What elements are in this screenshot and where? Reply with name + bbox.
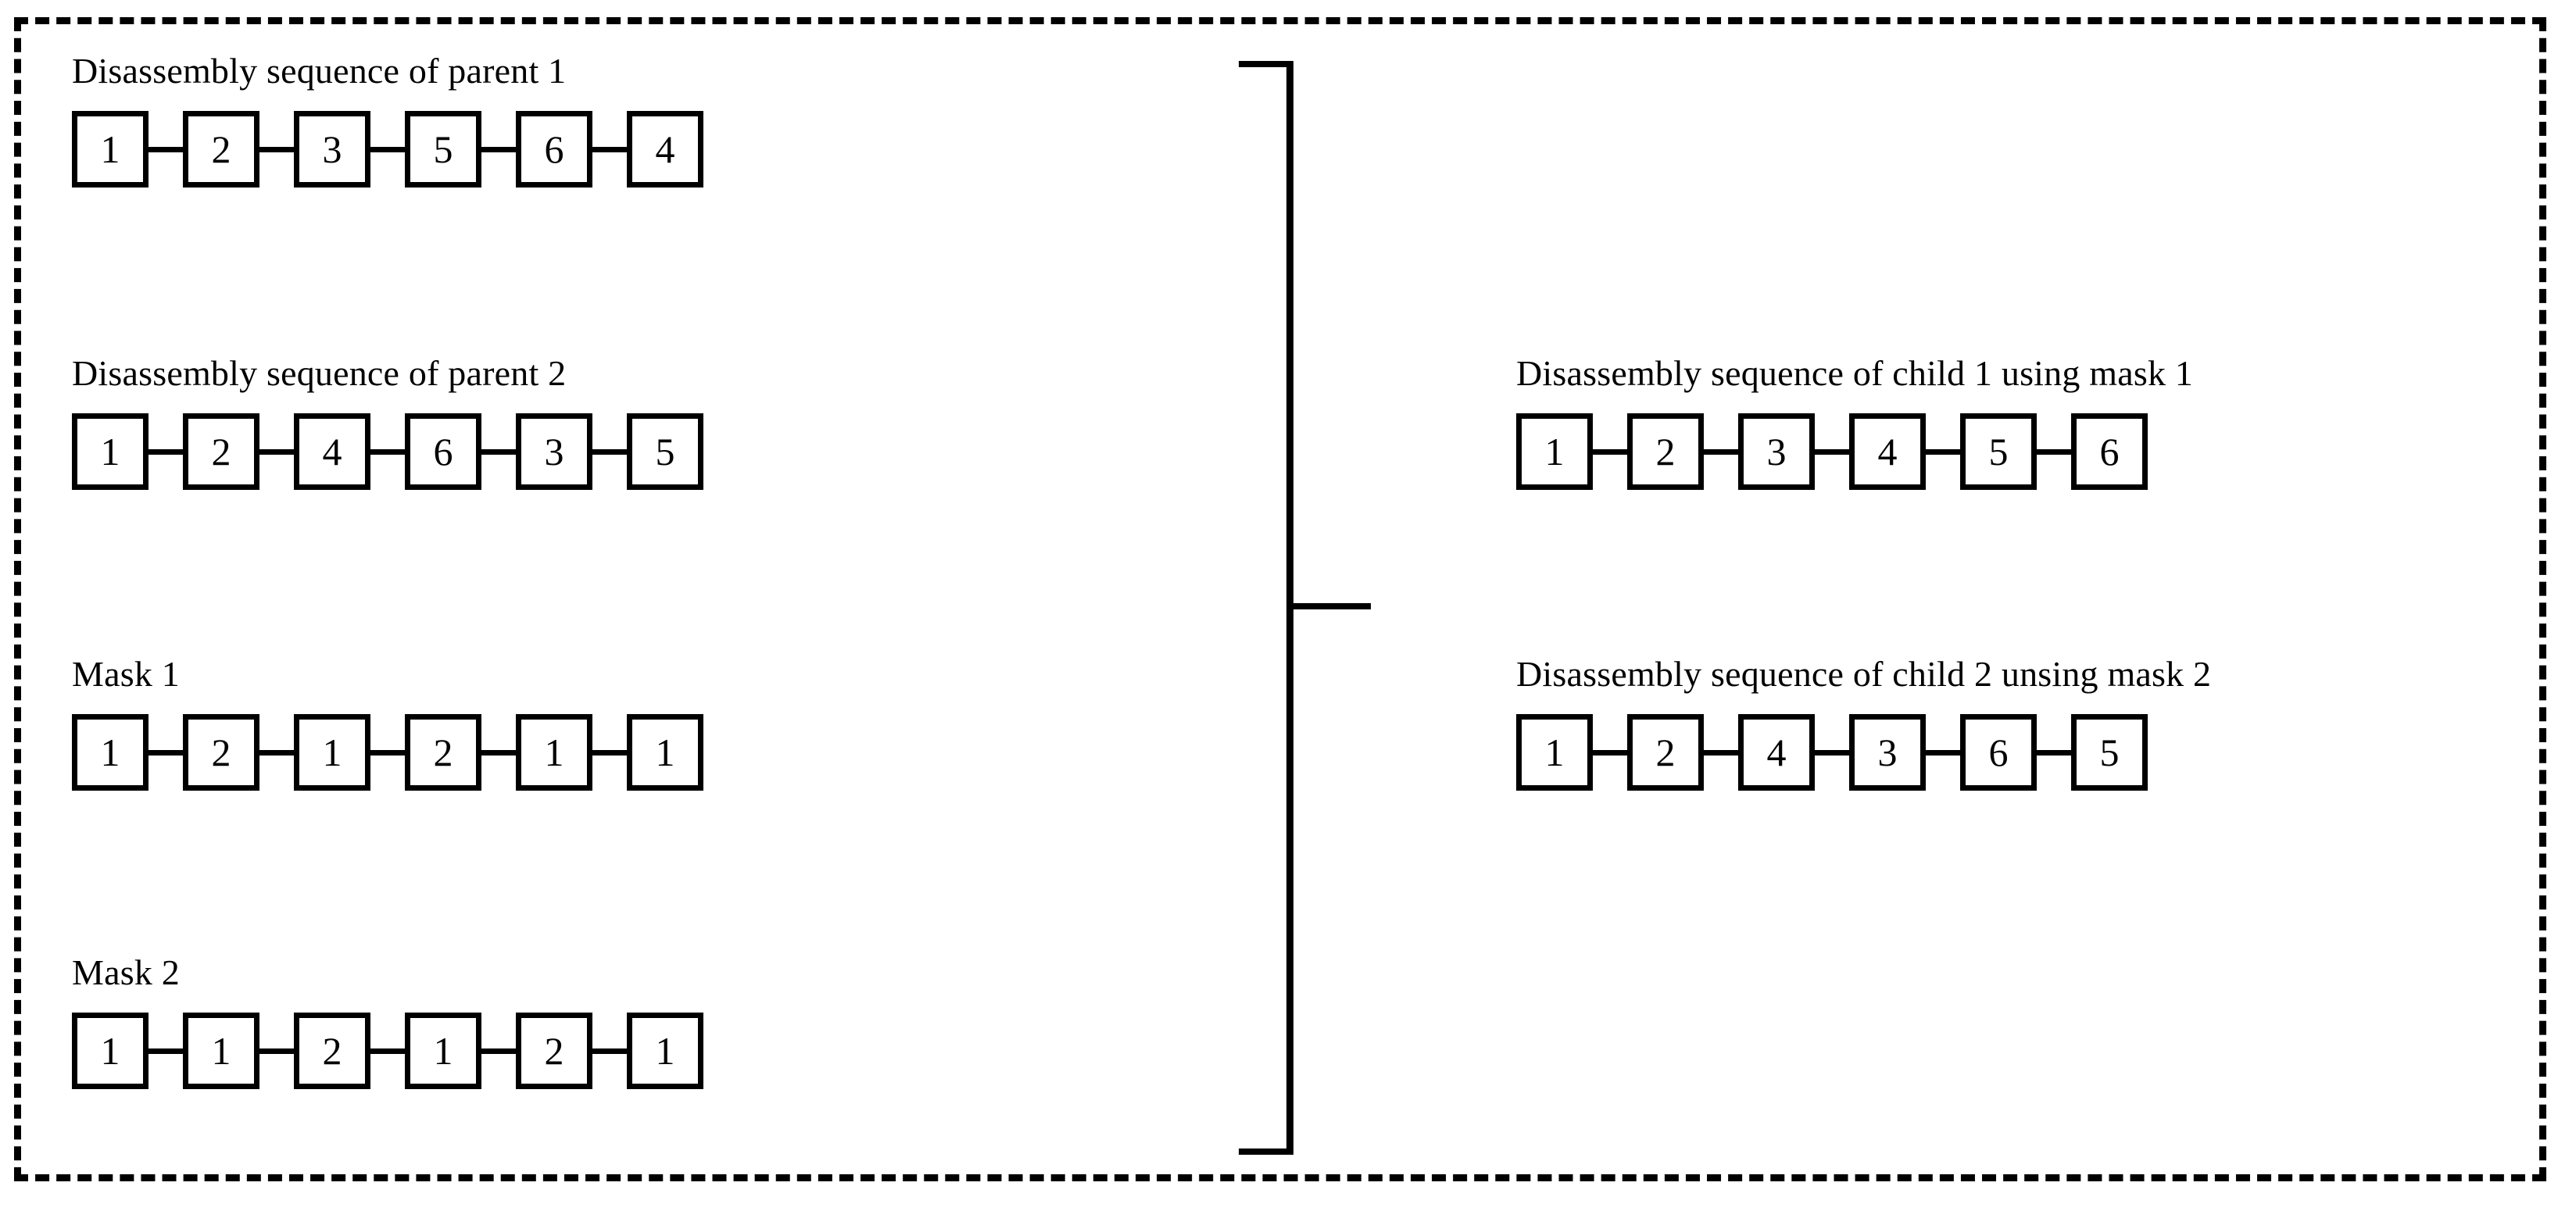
sequence-row-child2: 1 2 4 3 6 5 — [1516, 714, 2211, 791]
sequence-title-child1: Disassembly sequence of child 1 using ma… — [1516, 353, 2194, 393]
node-box[interactable]: 2 — [1627, 714, 1704, 791]
node-link — [148, 749, 183, 756]
node-box[interactable]: 6 — [2071, 413, 2148, 490]
node-link — [370, 1048, 405, 1054]
sequence-block-child2: Disassembly sequence of child 2 unsing m… — [1516, 656, 2211, 791]
bracket-bottom-stub — [1239, 1148, 1293, 1155]
node-box[interactable]: 3 — [1849, 714, 1926, 791]
node-link — [148, 448, 183, 455]
node-box[interactable]: 1 — [627, 1013, 703, 1089]
sequence-row-child1: 1 2 3 4 5 6 — [1516, 413, 2193, 490]
node-box[interactable]: 4 — [627, 111, 703, 188]
node-link — [481, 749, 516, 756]
sequence-block-child1: Disassembly sequence of child 1 using ma… — [1516, 355, 2193, 490]
node-box[interactable]: 6 — [405, 413, 481, 490]
node-link — [481, 1048, 516, 1054]
node-box[interactable]: 1 — [72, 413, 148, 490]
bracket-output-stub — [1286, 603, 1371, 609]
node-link — [1704, 749, 1738, 756]
sequence-title-parent1: Disassembly sequence of parent 1 — [72, 51, 567, 91]
node-link — [1926, 749, 1960, 756]
node-link — [1593, 749, 1627, 756]
node-box[interactable]: 3 — [1738, 413, 1815, 490]
node-box[interactable]: 1 — [72, 111, 148, 188]
node-box[interactable]: 2 — [405, 714, 481, 791]
node-box[interactable]: 6 — [516, 111, 592, 188]
node-link — [2037, 749, 2071, 756]
node-link — [1926, 448, 1960, 455]
sequence-title-mask1: Mask 1 — [72, 654, 180, 694]
node-link — [259, 1048, 294, 1054]
node-link — [1593, 448, 1627, 455]
sequence-title-child2: Disassembly sequence of child 2 unsing m… — [1516, 654, 2212, 694]
node-box[interactable]: 4 — [1738, 714, 1815, 791]
node-link — [259, 448, 294, 455]
figure-dashed-border — [14, 17, 2546, 1181]
node-box[interactable]: 2 — [183, 714, 259, 791]
sequence-title-mask2: Mask 2 — [72, 952, 180, 992]
node-box[interactable]: 6 — [1960, 714, 2037, 791]
sequence-row-mask2: 1 1 2 1 2 1 — [72, 1013, 703, 1089]
node-box[interactable]: 4 — [1849, 413, 1926, 490]
sequence-row-parent1: 1 2 3 5 6 4 — [72, 111, 703, 188]
sequence-row-mask1: 1 2 1 2 1 1 — [72, 714, 703, 791]
sequence-row-parent2: 1 2 4 6 3 5 — [72, 413, 703, 490]
node-box[interactable]: 1 — [627, 714, 703, 791]
node-box[interactable]: 1 — [183, 1013, 259, 1089]
sequence-block-parent2: Disassembly sequence of parent 2 1 2 4 6… — [72, 355, 703, 490]
node-link — [592, 749, 627, 756]
bracket-top-stub — [1239, 61, 1293, 67]
node-box[interactable]: 5 — [627, 413, 703, 490]
node-link — [1815, 448, 1849, 455]
node-box[interactable]: 5 — [405, 111, 481, 188]
sequence-block-parent1: Disassembly sequence of parent 1 1 2 3 5… — [72, 53, 703, 188]
sequence-block-mask1: Mask 1 1 2 1 2 1 1 — [72, 656, 703, 791]
node-link — [370, 749, 405, 756]
node-link — [481, 146, 516, 152]
node-box[interactable]: 5 — [1960, 413, 2037, 490]
crossover-bracket-connector — [1219, 55, 1415, 1164]
node-box[interactable]: 1 — [294, 714, 370, 791]
node-link — [1704, 448, 1738, 455]
node-link — [370, 146, 405, 152]
node-box[interactable]: 2 — [516, 1013, 592, 1089]
node-link — [592, 1048, 627, 1054]
sequence-block-mask2: Mask 2 1 1 2 1 2 1 — [72, 955, 703, 1089]
node-box[interactable]: 1 — [1516, 413, 1593, 490]
node-link — [370, 448, 405, 455]
node-box[interactable]: 1 — [516, 714, 592, 791]
node-link — [592, 146, 627, 152]
sequence-title-parent2: Disassembly sequence of parent 2 — [72, 353, 567, 393]
node-box[interactable]: 3 — [294, 111, 370, 188]
node-link — [148, 1048, 183, 1054]
node-box[interactable]: 1 — [1516, 714, 1593, 791]
node-box[interactable]: 5 — [2071, 714, 2148, 791]
node-box[interactable]: 2 — [183, 111, 259, 188]
node-box[interactable]: 3 — [516, 413, 592, 490]
node-box[interactable]: 2 — [1627, 413, 1704, 490]
node-link — [2037, 448, 2071, 455]
node-box[interactable]: 2 — [183, 413, 259, 490]
node-box[interactable]: 1 — [405, 1013, 481, 1089]
node-box[interactable]: 1 — [72, 714, 148, 791]
node-link — [148, 146, 183, 152]
node-link — [259, 146, 294, 152]
node-link — [1815, 749, 1849, 756]
node-box[interactable]: 1 — [72, 1013, 148, 1089]
node-box[interactable]: 2 — [294, 1013, 370, 1089]
node-box[interactable]: 4 — [294, 413, 370, 490]
node-link — [481, 448, 516, 455]
node-link — [259, 749, 294, 756]
node-link — [592, 448, 627, 455]
